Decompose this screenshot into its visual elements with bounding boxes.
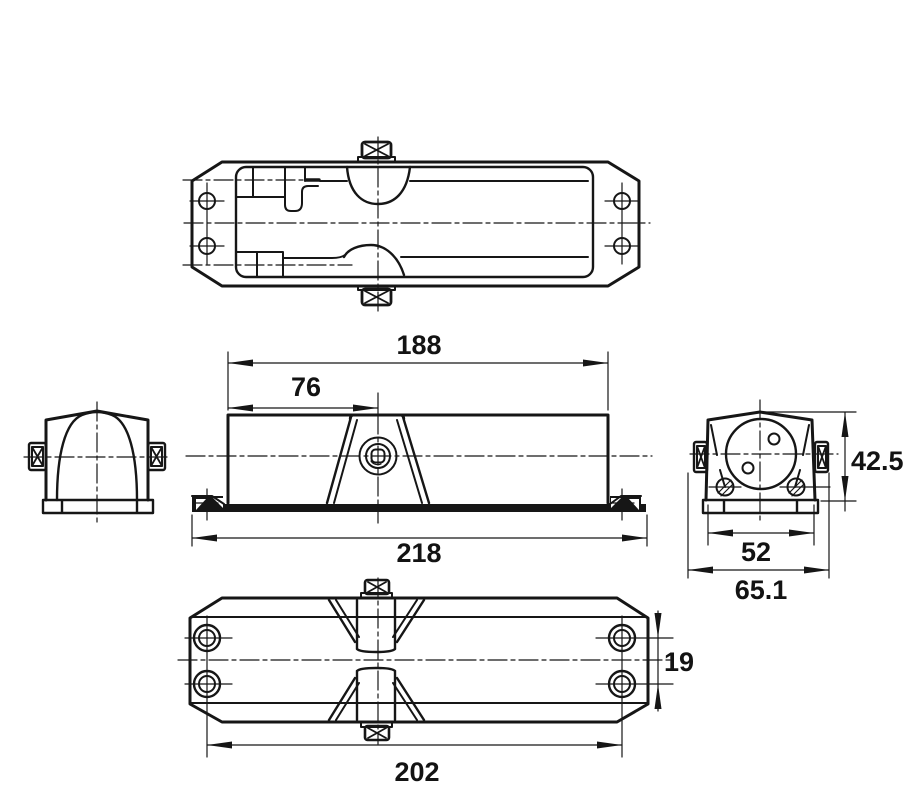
top-view-outline [190,160,641,288]
spindle-boss [327,598,426,654]
front-body-outline [226,413,610,505]
valve-block-upper [236,167,319,212]
regulating-screw [708,477,742,497]
dimension-end-overall-width: 65.1 [687,472,830,605]
base-foot-left [191,488,225,521]
arrowhead [207,741,232,749]
dimension-pivot-offset: 76 [227,372,379,412]
pinion-shaft-symbol [357,140,396,163]
dimension-label: 76 [291,372,321,402]
bottom-view: 19 202 [177,577,694,787]
base-strip [41,498,155,515]
cam-dome-lower [342,243,406,277]
pinion-shaft-symbol [360,578,393,599]
arrowhead [654,684,662,709]
arrowhead [353,404,378,412]
dimension-base-length: 218 [191,514,648,568]
arrowhead [654,613,662,638]
dimension-end-height: 42.5 [763,411,904,512]
dimension-body-length: 188 [227,330,609,411]
dimension-hole-span: 202 [206,741,623,787]
arrowhead [708,529,733,537]
spindle-boss [325,413,431,505]
base-plate [192,504,646,512]
hole-crosshair [189,182,640,265]
arrowhead [688,566,713,574]
dimension-label: 218 [396,538,441,568]
arrowhead [804,566,829,574]
pinion-shaft-symbol [357,285,396,307]
dimension-hole-row-gap: 19 [654,610,694,712]
dimension-label: 65.1 [735,575,788,605]
front-view: 188 76 218 [185,330,653,568]
arrowhead [841,476,849,501]
dimension-label: 202 [394,757,439,787]
dimension-label: 52 [741,537,771,567]
arrowhead [841,412,849,437]
arrowhead [789,529,814,537]
cover-inner-edge [234,165,595,279]
dimension-label: 42.5 [851,446,904,476]
base-foot-right [609,488,642,521]
pinion-shaft-symbol [692,440,709,474]
arrowhead [228,404,253,412]
dimension-label: 19 [664,647,694,677]
bottom-view-outline [188,596,650,724]
dimension-end-body-width: 52 [707,504,815,567]
left-end-view [23,401,171,525]
base-strip [701,498,820,515]
pinion-shaft-symbol [813,440,830,474]
spindle-boss [327,666,426,722]
regulating-screw [779,477,831,497]
valve-port [741,461,755,475]
pinion-shaft-symbol [360,721,393,742]
right-end-view: 42.5 52 65.1 [687,399,904,605]
hole-crosshair [184,615,674,758]
arrowhead [597,741,622,749]
arrowhead [228,359,253,367]
top-view [182,136,651,312]
valve-port [767,432,781,446]
dimension-label: 188 [396,330,441,360]
arrowhead [622,534,647,542]
arrowhead [192,534,217,542]
arrowhead [583,359,608,367]
